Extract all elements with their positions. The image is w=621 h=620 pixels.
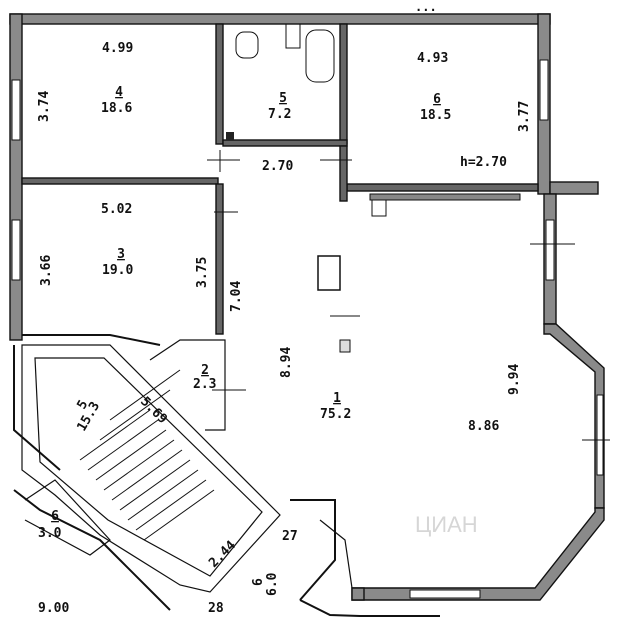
room6-area: 18.5 bbox=[420, 108, 451, 123]
wall-room3-bottom bbox=[22, 334, 161, 346]
stair-outline bbox=[21, 344, 281, 593]
stair-inner bbox=[34, 357, 263, 577]
column bbox=[317, 255, 341, 291]
room6-balcony-number: 6 bbox=[251, 578, 266, 586]
marker-28: 28 bbox=[208, 601, 224, 616]
stair-dim: 5.69 bbox=[137, 394, 170, 427]
room1-dim-width: 8.86 bbox=[468, 419, 499, 434]
wall-bath-bottom bbox=[222, 139, 348, 147]
bath-area: 7.2 bbox=[268, 107, 291, 122]
room6-small-outline bbox=[24, 479, 111, 556]
wall-left bbox=[9, 13, 23, 341]
room1-dim-left: 8.94 bbox=[279, 347, 294, 378]
room3-width: 5.02 bbox=[101, 202, 132, 217]
room4-number: 4 bbox=[115, 85, 123, 100]
room4-height: 3.74 bbox=[37, 91, 52, 122]
wall-top bbox=[9, 13, 551, 25]
bathtub-icon bbox=[305, 29, 335, 83]
room3-area: 19.0 bbox=[102, 263, 133, 278]
toilet-icon bbox=[285, 23, 301, 49]
window-bay bbox=[596, 394, 604, 476]
corridor-width: 2.70 bbox=[262, 159, 293, 174]
wall-bay-corner bbox=[351, 587, 365, 601]
room6-balcony-area: 6.0 bbox=[265, 572, 280, 596]
wall-right-bump bbox=[549, 181, 599, 195]
room4-area: 18.6 bbox=[101, 101, 132, 116]
wall-bay bbox=[543, 323, 605, 509]
marker-27: 27 bbox=[282, 529, 298, 544]
outline-left-lower bbox=[13, 345, 61, 471]
dim-top-partial: ... bbox=[415, 0, 437, 14]
room6-small-area: 3.0 bbox=[38, 526, 62, 541]
wall-bath-right bbox=[339, 23, 348, 145]
stair-treads bbox=[79, 369, 215, 541]
window-left-2 bbox=[11, 219, 21, 281]
vent-icon bbox=[226, 132, 234, 140]
bath-number: 5 bbox=[279, 91, 287, 106]
wall-room6-bottom bbox=[346, 183, 539, 192]
room3-height-left: 3.66 bbox=[39, 255, 54, 286]
outline-lower-left bbox=[13, 489, 171, 611]
room1-number: 1 bbox=[333, 391, 341, 406]
sink-icon bbox=[235, 31, 259, 59]
dim-bottom-left: 9.00 bbox=[38, 601, 69, 616]
wall-room3-right bbox=[215, 183, 224, 335]
room3-height-right: 3.75 bbox=[195, 257, 210, 288]
wall-room4-room3 bbox=[21, 177, 219, 185]
balcony-wall bbox=[319, 519, 353, 589]
balcony-partition bbox=[290, 499, 336, 601]
outline-bottom bbox=[299, 599, 440, 617]
window-left-1 bbox=[11, 79, 21, 141]
room2-area: 2.3 bbox=[193, 377, 216, 392]
room2-outline bbox=[149, 339, 226, 431]
wall-room4-bath bbox=[215, 23, 224, 145]
wardrobe-icon bbox=[369, 193, 521, 201]
room6-number: 6 bbox=[433, 92, 441, 107]
room6-width: 4.93 bbox=[417, 51, 448, 66]
room3-number: 3 bbox=[117, 247, 125, 262]
watermark: ЦИАН bbox=[415, 512, 478, 537]
room6-height: 3.77 bbox=[517, 101, 532, 132]
room6-small-number: 6 bbox=[51, 509, 59, 524]
corridor-length: 7.04 bbox=[229, 281, 244, 312]
window-right-2 bbox=[545, 219, 555, 281]
wall-room6-left bbox=[339, 145, 348, 202]
column-small bbox=[339, 339, 351, 353]
room2-number: 2 bbox=[201, 363, 209, 378]
hatch-icon bbox=[371, 199, 387, 217]
room1-dim-right: 9.94 bbox=[507, 364, 522, 395]
ceiling-height: h=2.70 bbox=[460, 155, 507, 170]
wall-bay-bottom bbox=[351, 507, 605, 601]
room4-width: 4.99 bbox=[102, 41, 133, 56]
room1-area: 75.2 bbox=[320, 407, 351, 422]
window-bottom bbox=[409, 589, 481, 599]
window-right-1 bbox=[539, 59, 549, 121]
door-markers bbox=[207, 150, 610, 441]
